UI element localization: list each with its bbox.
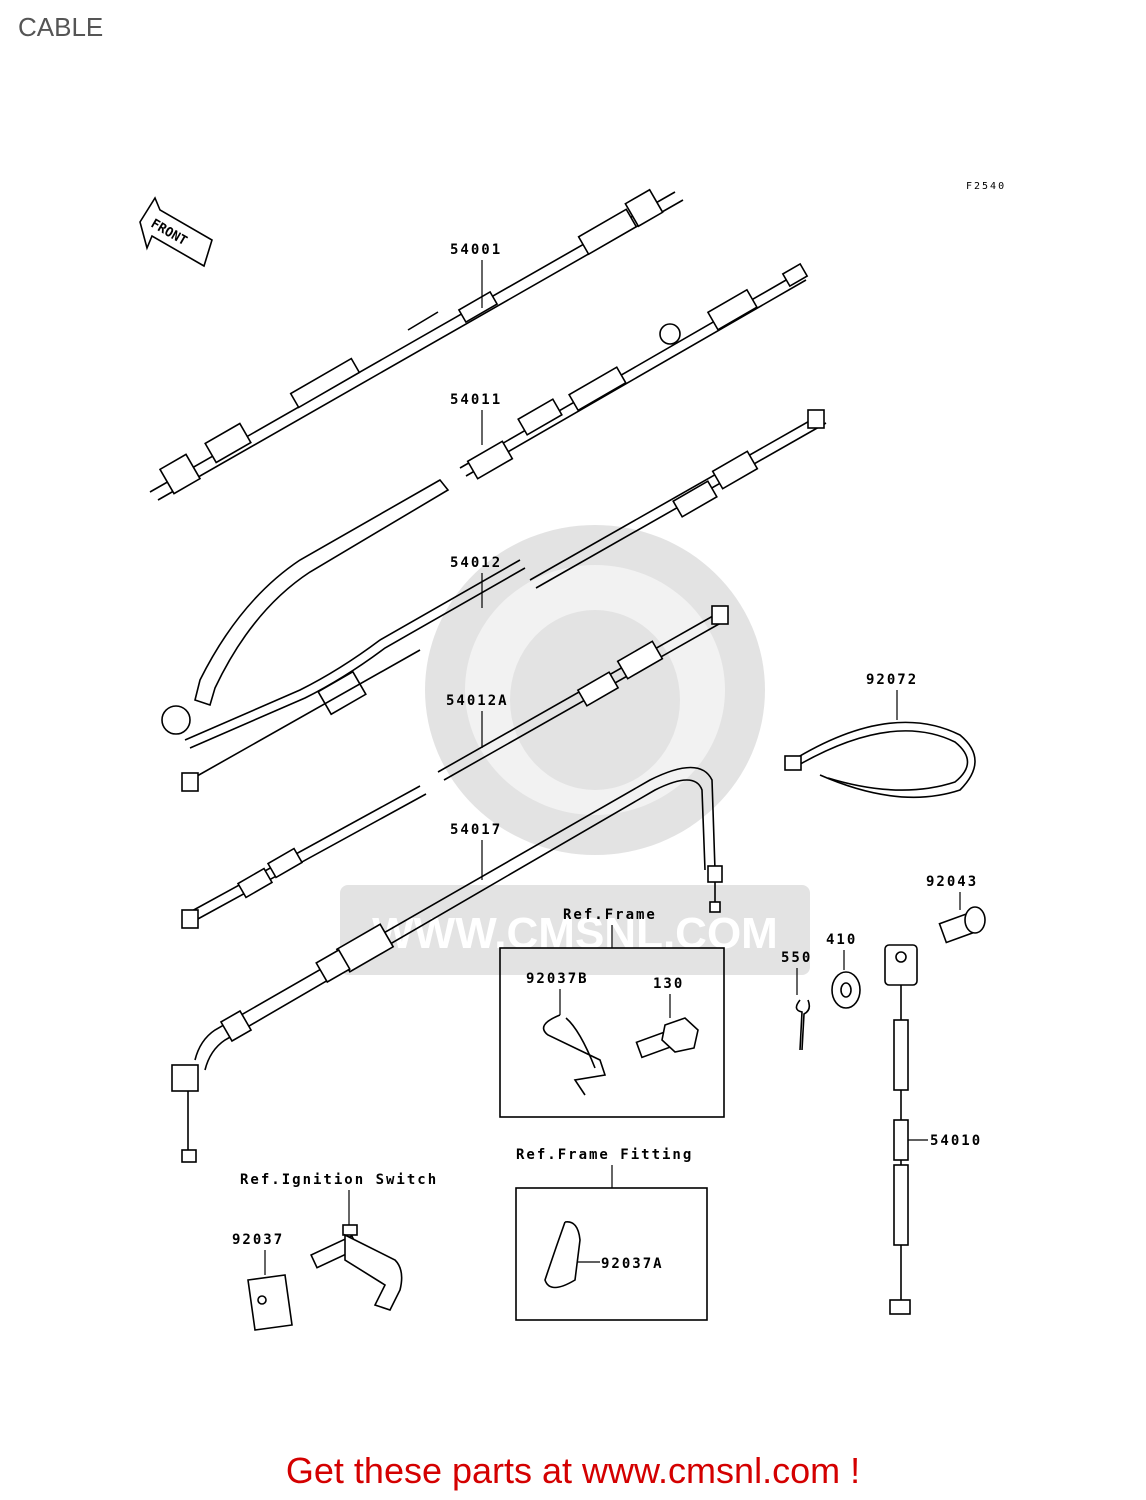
label-54010: 54010: [930, 1133, 982, 1149]
part-92043-pin: [938, 906, 986, 944]
label-54017: 54017: [450, 822, 502, 838]
label-92037: 92037: [232, 1232, 284, 1248]
part-54001-cable: [149, 188, 684, 501]
part-92072-cable-tie: [784, 721, 976, 799]
label-410: 410: [826, 932, 857, 948]
label-92072: 92072: [866, 672, 918, 688]
part-54017-cable: [171, 766, 723, 1163]
part-92037-clamp: [247, 1274, 293, 1331]
part-92037B-clip: [542, 1014, 607, 1096]
label-54012: 54012: [450, 555, 502, 571]
page-title: CABLE: [18, 12, 104, 42]
label-54001: 54001: [450, 242, 502, 258]
ref-frame-fitting-box: [515, 1187, 708, 1321]
label-54012A: 54012A: [446, 693, 509, 709]
part-54011-cable: [161, 262, 809, 749]
figure-code: F2540: [966, 181, 1006, 192]
part-ignition-switch-bracket: [310, 1224, 403, 1311]
label-ref-frame: Ref.Frame: [563, 907, 657, 923]
part-54012A-cable: [181, 605, 729, 929]
parts-diagram: WWW.CMSNL.COM F2540 FRONT 54001 540: [139, 181, 1006, 1331]
part-54010-cable: [884, 944, 918, 1315]
label-92043: 92043: [926, 874, 978, 890]
label-550: 550: [781, 950, 812, 966]
part-550-cotter-pin: [795, 999, 811, 1051]
label-ref-ignition-switch: Ref.Ignition Switch: [240, 1172, 438, 1188]
part-410-washer: [831, 971, 861, 1009]
label-92037A: 92037A: [601, 1256, 664, 1272]
label-130: 130: [653, 976, 684, 992]
label-ref-frame-fitting: Ref.Frame Fitting: [516, 1147, 693, 1163]
watermark-text: WWW.CMSNL.COM: [372, 909, 778, 958]
label-92037B: 92037B: [526, 971, 589, 987]
part-54012-cable: [529, 409, 827, 589]
front-arrow-icon: FRONT: [139, 196, 213, 268]
promo-footer[interactable]: Get these parts at www.cmsnl.com !: [285, 1450, 861, 1491]
label-54011: 54011: [450, 392, 502, 408]
part-130-bolt: [635, 1017, 699, 1059]
part-92037A-clip: [544, 1221, 581, 1289]
ref-frame-box: [499, 947, 725, 1118]
